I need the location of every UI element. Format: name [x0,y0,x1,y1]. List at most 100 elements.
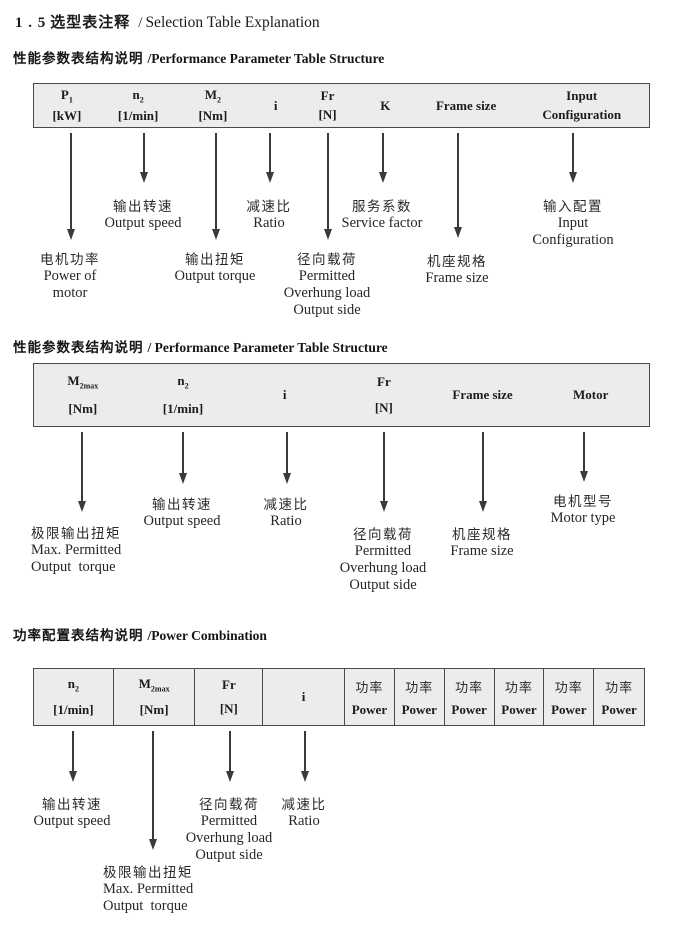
section2-heading: 性能参数表结构说明/ Performance Parameter Table S… [13,336,388,357]
col-header-line1: i [282,387,287,402]
callout-en-line: Output side [349,577,417,593]
col-header-m2max: M2max [Nm] [114,669,196,725]
callout-en-line: Output speed [33,813,111,829]
callout-frame-size: 机座规格 Frame size [425,250,488,287]
subscript: 2 [139,95,144,105]
callout-zh-line: 极限输出扭矩 [31,526,121,541]
callout-en-line: Power of [43,268,97,284]
callout-en-line: Permitted [200,813,258,829]
col-header-m2max: M2max [Nm] [34,364,132,426]
callout-overhung-load: 径向载荷 Permitted Overhung load Output side [340,523,427,594]
callout-zh-line: 径向载荷 [198,797,259,812]
section3-heading: 功率配置表结构说明/Power Combination [13,624,267,645]
callout-frame-size: 机座规格 Frame size [450,523,513,560]
callout-output-speed: 输出转速 Output speed [34,793,111,830]
col-header-input-configuration: Input Configuration [514,84,649,127]
callout-zh-line: 减速比 [246,199,292,214]
col-header-line2: Power [601,702,637,718]
callout-en-line: Frame size [425,270,489,286]
section1-heading-en: /Performance Parameter Table Structure [147,51,385,66]
callout-output-speed: 输出转速 Output speed [144,493,221,530]
col-header-line1: 功率 [355,679,384,695]
subscript: 2max [150,685,170,695]
col-header-line2: [1/min] [117,107,159,123]
symbol: P [60,87,69,103]
col-header-power-3: 功率 Power [445,669,495,725]
col-header-line1: 功率 [605,679,634,695]
subscript: 2 [217,95,222,105]
col-header-line2: [Nm] [139,701,169,717]
col-header-line1: 功率 [504,679,533,695]
col-header-line2: [Nm] [198,107,228,123]
callout-en-line: Output torque [31,559,116,575]
arrow-fr [383,432,385,501]
col-header-fr: Fr [N] [335,364,433,426]
col-header-line2: [N] [374,399,393,415]
arrow-n2 [143,133,145,172]
col-header-line1: Fr [320,88,335,103]
callout-en-line: Ratio [270,513,302,529]
col-header-line2: Configuration [542,107,622,122]
callout-en-line: Overhung load [283,285,371,301]
arrow-k [382,133,384,172]
col-header-line2: Power [401,702,437,718]
callout-output-torque: 输出扭矩 Output torque [175,248,256,285]
col-header-m2: M2 [Nm] [177,84,250,127]
arrow-frame-size [457,133,459,227]
col-header-power-2: 功率 Power [395,669,445,725]
callout-overhung-load: 径向载荷 Permitted Overhung load Output side [186,793,273,864]
arrow-i [269,133,271,172]
col-header-line2: [kW] [52,107,82,123]
col-header-line2: Power [501,702,537,718]
col-header-fr: Fr [N] [302,84,353,127]
col-header-n2: n2 [1/min] [100,84,177,127]
title-separator: / [138,15,143,31]
callout-en-line: Output side [195,847,263,863]
col-header-line1: Fr [222,677,236,693]
col-header-line1: i [301,689,306,704]
col-header-line1: n2 [68,677,79,694]
callout-en-line: Output speed [143,513,221,529]
col-header-line1: Frame size [435,97,497,113]
callout-en-line: Output side [293,302,361,318]
arrow-n2 [72,731,74,771]
callout-ratio: 减速比 Ratio [282,793,327,830]
col-header-line2: Power [551,702,587,718]
callout-zh-line: 径向载荷 [296,252,357,267]
callout-en-line: Service factor [341,215,423,231]
callout-zh-line: 电机功率 [40,252,100,267]
power-combination-table: n2 [1/min] M2max [Nm] Fr [N] i 功率 Power … [33,668,645,726]
arrow-i [304,731,306,771]
callout-en-line: motor [52,285,88,301]
col-header-line1: i [273,97,278,113]
symbol: M [67,373,80,389]
col-header-power-5: 功率 Power [544,669,595,725]
col-header-line1: Input [566,88,598,103]
title-zh: 选型表注释 [50,14,131,31]
col-header-line2: Power [451,702,487,718]
col-header-power-1: 功率 Power [345,669,395,725]
col-header-i: i [263,669,345,725]
callout-input-configuration: 输入配置 Input Configuration [532,195,613,249]
callout-en-line: Ratio [288,813,320,829]
col-header-power-4: 功率 Power [495,669,545,725]
callout-zh-line: 输入配置 [542,199,603,214]
callout-en-line: Overhung load [339,560,427,576]
callout-zh-line: 输出转速 [112,199,173,214]
col-header-i: i [234,364,335,426]
callout-max-output-torque: 极限输出扭矩 Max. Permitted Output torque [31,522,135,576]
col-header-p1: P1 [kW] [34,84,100,127]
arrow-motor [583,432,585,471]
col-header-line1: M2max [139,677,170,694]
col-header-i: i [249,84,302,127]
callout-en-line: Input [557,215,589,231]
col-header-frame-size: Frame size [418,84,515,127]
col-header-line1: n2 [133,88,144,105]
col-header-line2: [1/min] [53,701,94,717]
callout-ratio: 减速比 Ratio [247,195,292,232]
callout-zh-line: 减速比 [263,497,309,512]
callout-overhung-load: 径向载荷 Permitted Overhung load Output side [284,248,371,319]
callout-max-output-torque: 极限输出扭矩 Max. Permitted Output torque [103,861,207,915]
callout-zh-line: 输出扭矩 [184,252,245,267]
arrow-n2 [182,432,184,473]
